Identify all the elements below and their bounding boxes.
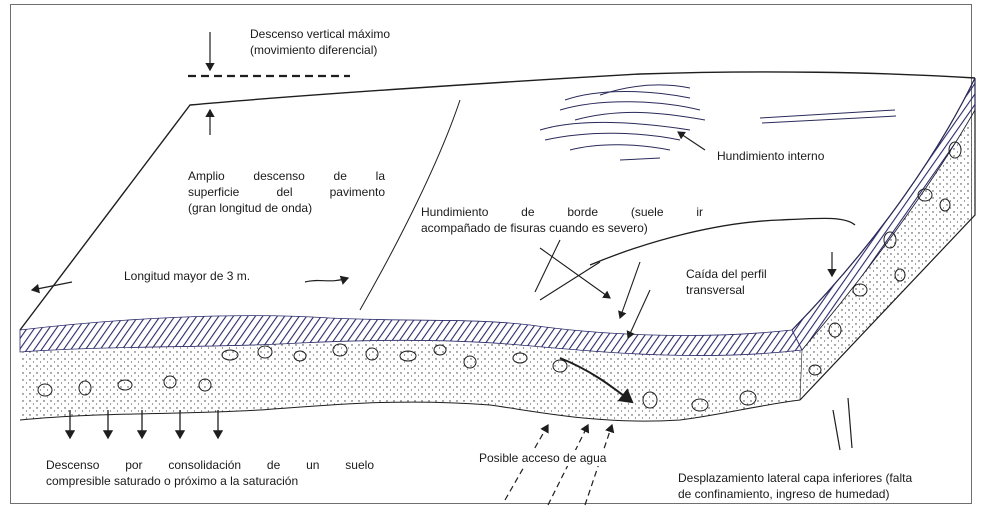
internal-sink-arrow xyxy=(678,132,705,150)
length-arrow-right xyxy=(305,278,348,282)
label-length: Longitud mayor de 3 m. xyxy=(124,268,250,284)
label-internal-sink: Hundimiento interno xyxy=(717,148,824,164)
lateral-lines xyxy=(833,398,852,450)
edge-crack-arrows xyxy=(535,240,650,338)
label-edge-sink-1: Hundimiento de borde (suele ir xyxy=(421,204,703,220)
label-lateral-1: Desplazamiento lateral capa inferiores (… xyxy=(678,470,912,486)
label-max-vertical-2: (movimiento diferencial) xyxy=(250,42,377,58)
label-consolidation-1: Descenso por consolidación de un suelo xyxy=(46,457,374,473)
label-max-vertical-1: Descenso vertical máximo xyxy=(250,26,390,42)
label-profile-drop-2: transversal xyxy=(686,282,745,298)
label-lateral-2: de confinamiento, ingreso de humedad) xyxy=(678,486,889,502)
label-edge-sink-2: acompañado de fisuras cuando es severo) xyxy=(421,220,648,236)
label-broad-sink-1: Amplio descenso de la xyxy=(188,168,385,184)
label-water-access: Posible acceso de agua xyxy=(477,450,608,466)
label-consolidation-2: compresible saturado o próximo a la satu… xyxy=(46,473,298,489)
right-base-layer xyxy=(800,110,975,400)
label-profile-drop-1: Caída del perfil xyxy=(686,266,767,282)
label-broad-sink-2: superficie del pavimento xyxy=(188,184,385,200)
label-broad-sink-3: (gran longitud de onda) xyxy=(188,200,312,216)
